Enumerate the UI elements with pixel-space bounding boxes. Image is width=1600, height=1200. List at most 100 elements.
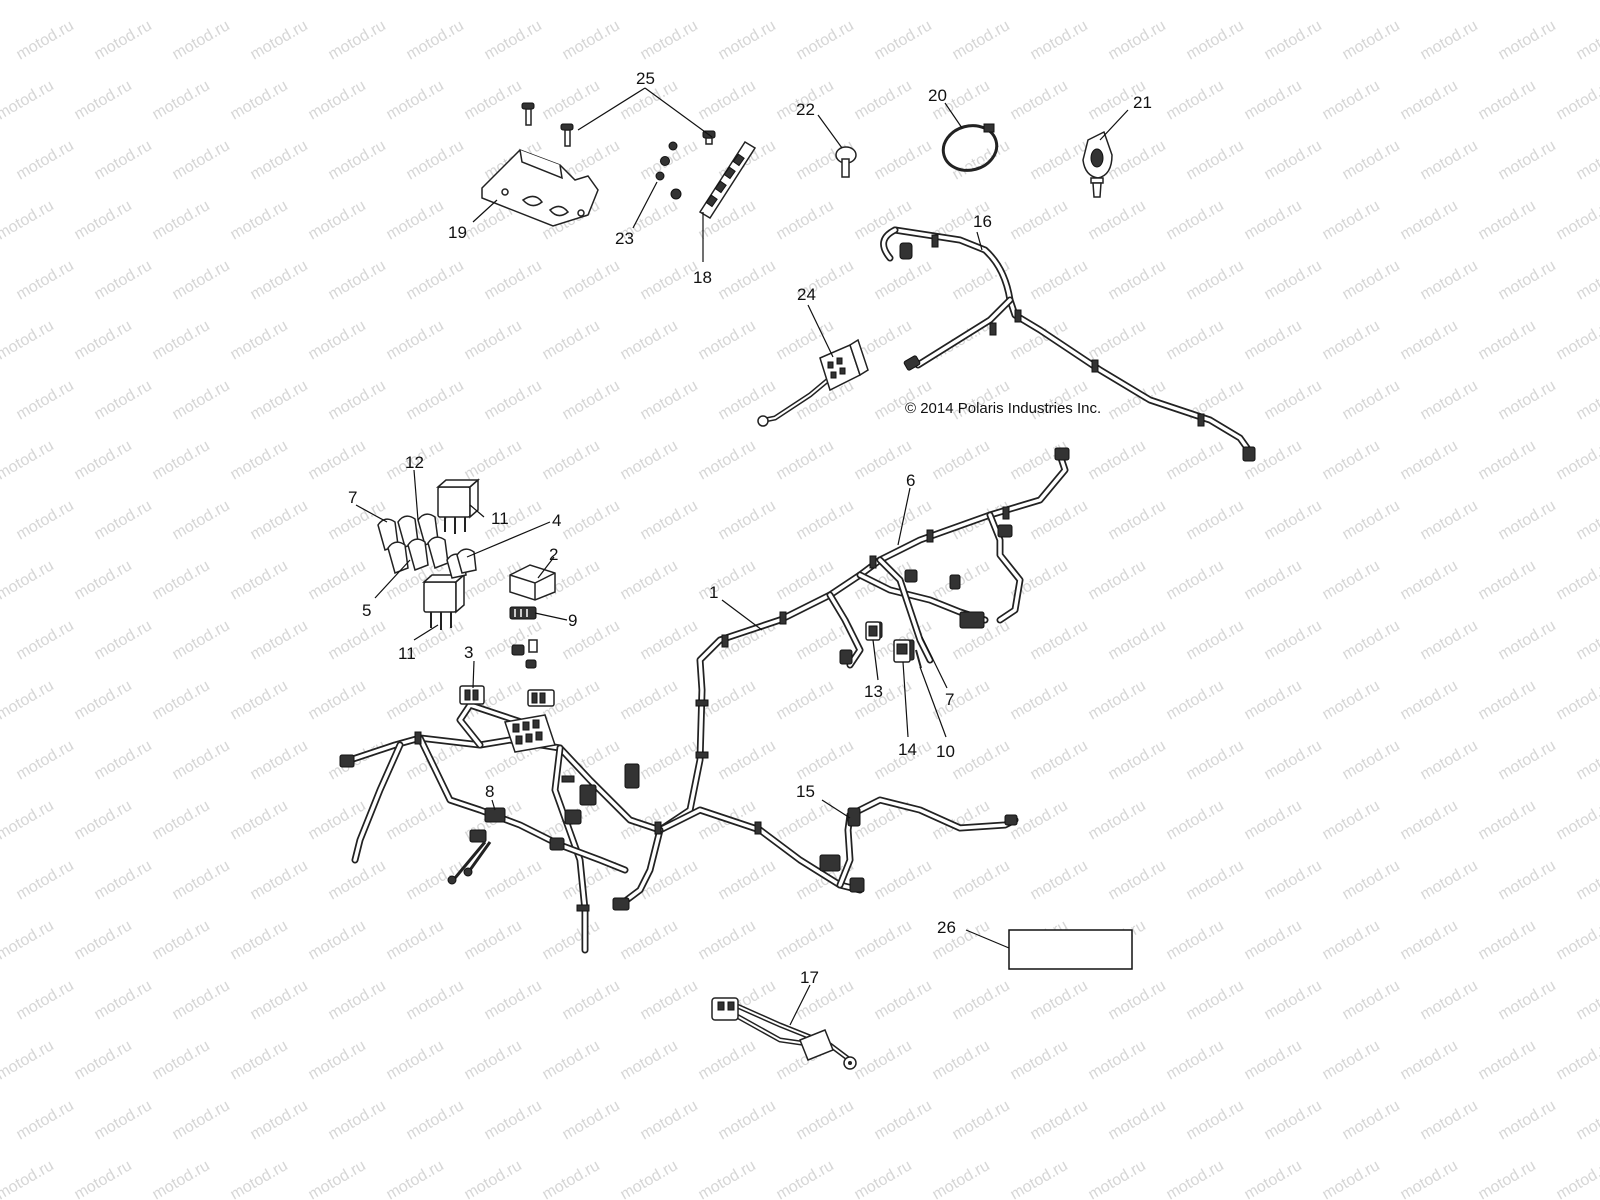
watermark-text: motod.ru bbox=[540, 317, 603, 363]
watermark-text: motod.ru bbox=[1242, 797, 1305, 843]
watermark-text: motod.ru bbox=[482, 377, 545, 423]
watermark-text: motod.ru bbox=[1418, 497, 1481, 543]
watermark-text: motod.ru bbox=[150, 1157, 213, 1200]
watermark-text: motod.ru bbox=[1242, 0, 1305, 3]
watermark-text: motod.ru bbox=[950, 1097, 1013, 1143]
watermark-text: motod.ru bbox=[1028, 257, 1091, 303]
watermark-text: motod.ru bbox=[72, 797, 135, 843]
watermark-text: motod.ru bbox=[1242, 197, 1305, 243]
watermark-text: motod.ru bbox=[72, 677, 135, 723]
watermark-text: motod.ru bbox=[306, 677, 369, 723]
watermark-text: motod.ru bbox=[696, 77, 759, 123]
watermark-text: motod.ru bbox=[14, 497, 77, 543]
watermark-text: motod.ru bbox=[72, 317, 135, 363]
watermark-text: motod.ru bbox=[872, 1097, 935, 1143]
watermark-text: motod.ru bbox=[1398, 437, 1461, 483]
watermark-text: motod.ru bbox=[248, 257, 311, 303]
watermark-text: motod.ru bbox=[1106, 257, 1169, 303]
watermark-text: motod.ru bbox=[716, 17, 779, 63]
watermark-text: motod.ru bbox=[1242, 557, 1305, 603]
watermark-text: motod.ru bbox=[1554, 317, 1600, 363]
watermark-text: motod.ru bbox=[774, 677, 837, 723]
watermark-text: motod.ru bbox=[306, 1157, 369, 1200]
watermark-text: motod.ru bbox=[326, 257, 389, 303]
watermark-text: motod.ru bbox=[482, 977, 545, 1023]
watermark-text: motod.ru bbox=[150, 797, 213, 843]
watermark-text: motod.ru bbox=[150, 197, 213, 243]
watermark-text: motod.ru bbox=[14, 977, 77, 1023]
watermark-text: motod.ru bbox=[1262, 137, 1325, 183]
watermark-text: motod.ru bbox=[1106, 17, 1169, 63]
watermark-text: motod.ru bbox=[716, 377, 779, 423]
watermark-text: motod.ru bbox=[482, 1097, 545, 1143]
watermark-text: motod.ru bbox=[618, 1037, 681, 1083]
watermark-text: motod.ru bbox=[1242, 1157, 1305, 1200]
watermark-text: motod.ru bbox=[1398, 917, 1461, 963]
watermark-text: motod.ru bbox=[1106, 137, 1169, 183]
watermark-text: motod.ru bbox=[1184, 17, 1247, 63]
watermark-text: motod.ru bbox=[1086, 317, 1149, 363]
callout-2: 2 bbox=[549, 545, 558, 564]
watermark-text: motod.ru bbox=[150, 437, 213, 483]
connector-8 bbox=[447, 807, 506, 885]
callout-labels: 25 22 20 21 19 23 18 16 24 12 7 11 4 2 5… bbox=[348, 69, 1152, 987]
jumper-17 bbox=[711, 997, 857, 1070]
watermark-text: motod.ru bbox=[1106, 1097, 1169, 1143]
watermark-text: motod.ru bbox=[482, 857, 545, 903]
watermark-text: motod.ru bbox=[0, 557, 57, 603]
watermark-text: motod.ru bbox=[1184, 737, 1247, 783]
watermark-text: motod.ru bbox=[540, 437, 603, 483]
watermark-text: motod.ru bbox=[1340, 737, 1403, 783]
callout-15: 15 bbox=[796, 782, 815, 801]
harness-16 bbox=[880, 226, 1256, 462]
watermark-text: motod.ru bbox=[462, 917, 525, 963]
watermark-text: motod.ru bbox=[1554, 437, 1600, 483]
watermark-text: motod.ru bbox=[92, 257, 155, 303]
watermark-text: motod.ru bbox=[1398, 197, 1461, 243]
watermark-text: motod.ru bbox=[170, 857, 233, 903]
watermark-text: motod.ru bbox=[638, 497, 701, 543]
watermark-text: motod.ru bbox=[326, 617, 389, 663]
watermark-text: motod.ru bbox=[1320, 437, 1383, 483]
relay-11-upper bbox=[436, 478, 480, 534]
watermark-text: motod.ru bbox=[14, 857, 77, 903]
watermark-text: motod.ru bbox=[1262, 497, 1325, 543]
watermark-text: motod.ru bbox=[1398, 1157, 1461, 1200]
watermark-text: motod.ru bbox=[774, 917, 837, 963]
watermark-text: motod.ru bbox=[794, 1097, 857, 1143]
watermark-text: motod.ru bbox=[384, 317, 447, 363]
watermark-text: motod.ru bbox=[1320, 77, 1383, 123]
watermark-text: motod.ru bbox=[326, 977, 389, 1023]
watermark-text: motod.ru bbox=[1164, 1157, 1227, 1200]
watermark-text: motod.ru bbox=[1262, 1097, 1325, 1143]
watermark-text: motod.ru bbox=[1340, 17, 1403, 63]
watermark-text: motod.ru bbox=[1554, 77, 1600, 123]
watermark-text: motod.ru bbox=[72, 197, 135, 243]
callout-13: 13 bbox=[864, 682, 883, 701]
watermark-text: motod.ru bbox=[384, 0, 447, 3]
watermark-text: motod.ru bbox=[228, 77, 291, 123]
callout-12: 12 bbox=[405, 453, 424, 472]
clip-22 bbox=[835, 146, 857, 178]
watermark-text: motod.ru bbox=[462, 1037, 525, 1083]
watermark-text: motod.ru bbox=[638, 737, 701, 783]
watermark-text: motod.ru bbox=[1086, 197, 1149, 243]
watermark-text: motod.ru bbox=[326, 137, 389, 183]
watermark-text: motod.ru bbox=[1418, 257, 1481, 303]
watermark-text: motod.ru bbox=[1008, 677, 1071, 723]
watermark-text: motod.ru bbox=[150, 677, 213, 723]
callout-25: 25 bbox=[636, 69, 655, 88]
watermark-text: motod.ru bbox=[1086, 557, 1149, 603]
watermark-text: motod.ru bbox=[618, 677, 681, 723]
watermark-text: motod.ru bbox=[248, 17, 311, 63]
callout-6: 6 bbox=[906, 471, 915, 490]
callout-19: 19 bbox=[448, 223, 467, 242]
connector-3 bbox=[459, 685, 555, 707]
watermark-text: motod.ru bbox=[1242, 917, 1305, 963]
watermark-text: motod.ru bbox=[1008, 1157, 1071, 1200]
watermark-text: motod.ru bbox=[696, 317, 759, 363]
watermark-text: motod.ru bbox=[404, 137, 467, 183]
watermark-text: motod.ru bbox=[14, 617, 77, 663]
watermark-text: motod.ru bbox=[950, 737, 1013, 783]
watermark-text: motod.ru bbox=[1476, 317, 1539, 363]
